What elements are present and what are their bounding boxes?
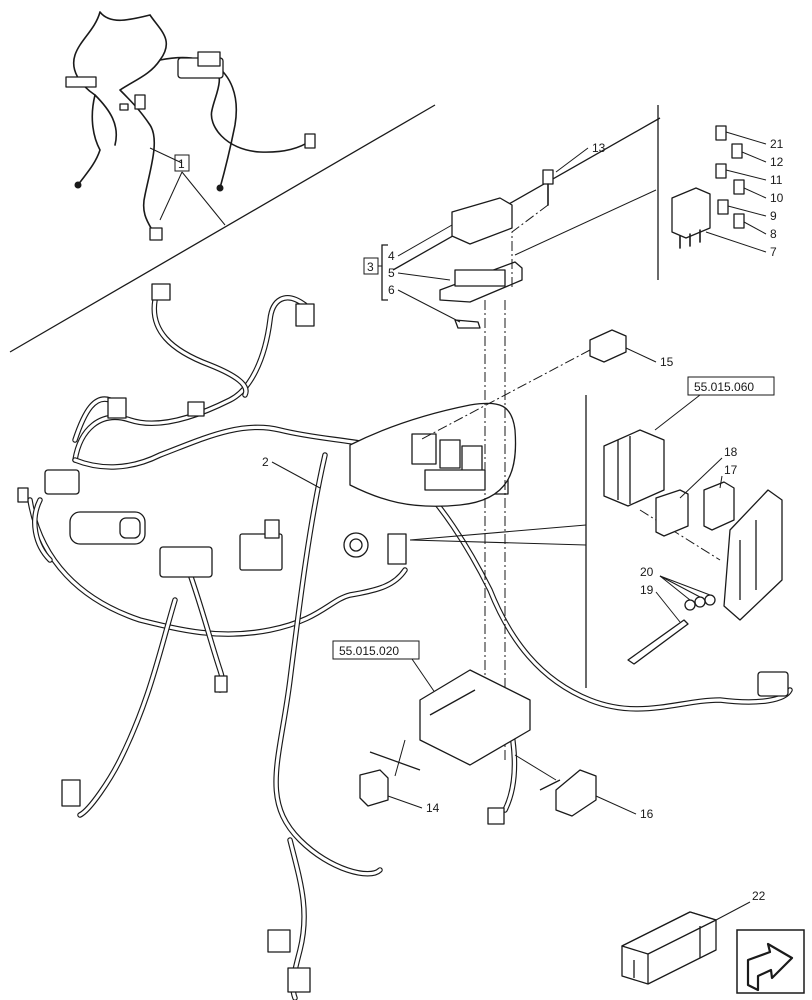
callout-9: 9 xyxy=(770,209,777,223)
callout-4: 4 xyxy=(388,249,395,263)
callout-1: 1 xyxy=(178,157,185,171)
ref-box-b xyxy=(332,640,420,660)
fuse-box-cover xyxy=(451,197,513,245)
callout-11: 11 xyxy=(770,173,783,187)
clip-16-icon xyxy=(555,769,597,817)
callout-8: 8 xyxy=(770,227,777,241)
ref-box-a xyxy=(687,376,775,396)
bolt-19-icon xyxy=(627,619,689,665)
callout-21: 21 xyxy=(770,137,784,151)
fuse-box-assembly xyxy=(439,169,554,329)
callout-10: 10 xyxy=(770,191,784,205)
callout-17: 17 xyxy=(724,463,738,477)
relay-module-group xyxy=(603,429,783,665)
callout-3: 3 xyxy=(367,260,374,274)
relay-fuse-set xyxy=(671,125,745,249)
callout-19: 19 xyxy=(640,583,654,597)
callout-22: 22 xyxy=(752,889,766,903)
callout-18: 18 xyxy=(724,445,738,459)
clip-14-icon xyxy=(359,769,389,807)
callout-20: 20 xyxy=(640,565,654,579)
callout-14: 14 xyxy=(426,801,440,815)
connector-15-icon xyxy=(589,329,627,363)
callout-16: 16 xyxy=(640,807,654,821)
harness-small-1 xyxy=(65,11,316,241)
mounting-bracket xyxy=(723,489,783,621)
ref-a: 55.015.060 xyxy=(694,380,754,394)
fuse-icon xyxy=(715,125,727,141)
separator-line-upper xyxy=(9,104,436,353)
callout-5: 5 xyxy=(388,266,395,280)
ref-b: 55.015.020 xyxy=(339,644,399,658)
main-harness-2 xyxy=(17,283,793,1000)
connector-icon xyxy=(151,283,171,301)
callout-13: 13 xyxy=(592,141,606,155)
fuse-box-clip xyxy=(454,319,481,329)
bolt-icon xyxy=(542,169,554,185)
callout-6: 6 xyxy=(388,283,395,297)
callout-7: 7 xyxy=(770,245,777,259)
connector-icon xyxy=(65,76,97,88)
mounting-plate xyxy=(419,669,531,766)
relay-icon xyxy=(671,187,711,239)
back-arrow-icon[interactable] xyxy=(736,929,805,994)
callout-15: 15 xyxy=(660,355,674,369)
callout-12: 12 xyxy=(770,155,784,169)
separator-line-mid xyxy=(392,117,661,271)
crate-22 xyxy=(621,911,717,985)
callout-2: 2 xyxy=(262,455,269,469)
